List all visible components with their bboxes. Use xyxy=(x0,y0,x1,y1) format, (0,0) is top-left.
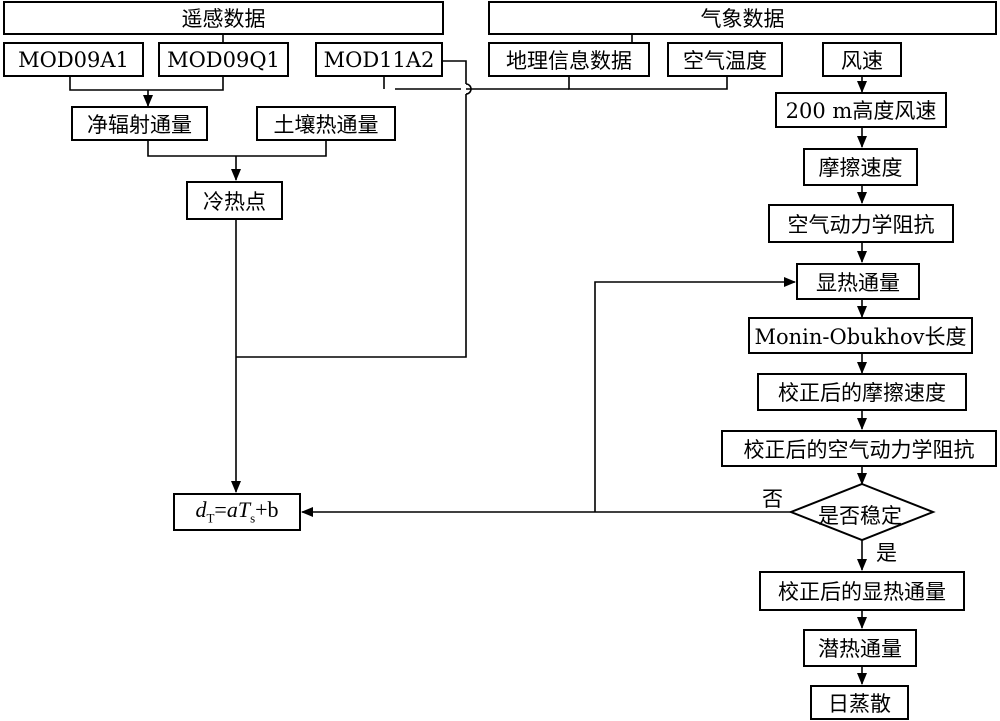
formula-box: dT=aTs+b xyxy=(173,493,301,531)
corrected-friction-box: 校正后的摩擦速度 xyxy=(757,373,967,411)
corrected-aero-box: 校正后的空气动力学阻抗 xyxy=(721,430,997,467)
daily-et-box: 日蒸散 xyxy=(810,685,909,720)
formula-text: dT=aTs+b xyxy=(195,497,279,526)
geo-info-box: 地理信息数据 xyxy=(488,42,650,77)
decision-yes-label: 是 xyxy=(876,541,897,565)
mod11a2-box: MOD11A2 xyxy=(315,42,443,77)
mod09q1-connector xyxy=(148,76,224,91)
remote-sensing-header: 遥感数据 xyxy=(3,1,444,35)
wind-200m-box: 200 m高度风速 xyxy=(775,92,947,128)
meteorological-header: 气象数据 xyxy=(488,1,997,35)
decision-diamond xyxy=(788,482,936,542)
decision-no-label: 否 xyxy=(762,487,783,511)
mod09a1-connector xyxy=(69,76,148,91)
aero-resistance-box: 空气动力学阻抗 xyxy=(768,204,954,243)
net-radiation-box: 净辐射通量 xyxy=(71,106,208,141)
decision-text: 是否稳定 xyxy=(818,504,902,528)
air-temp-box: 空气温度 xyxy=(667,42,783,77)
geo-air-baseline xyxy=(568,76,728,90)
mod11a2-down-link xyxy=(236,94,467,358)
wind-speed-box: 风速 xyxy=(822,42,902,77)
loop-to-sensible-heat xyxy=(594,277,796,512)
friction-velocity-box: 摩擦速度 xyxy=(803,148,918,186)
mod09q1-box: MOD09Q1 xyxy=(158,42,289,77)
soil-heat-connector xyxy=(236,140,327,157)
corrected-sensible-box: 校正后的显热通量 xyxy=(759,571,965,611)
mod09a1-box: MOD09A1 xyxy=(3,42,144,77)
mod11a2-right-link xyxy=(442,60,467,84)
hot-cold-box: 冷热点 xyxy=(186,181,283,220)
net-radiation-connector xyxy=(147,140,236,157)
latent-heat-box: 潜热通量 xyxy=(803,629,917,667)
sensible-heat-box: 显热通量 xyxy=(796,263,920,300)
monin-obukhov-box: Monin-Obukhov长度 xyxy=(748,317,973,354)
soil-heat-box: 土壤热通量 xyxy=(256,106,396,141)
